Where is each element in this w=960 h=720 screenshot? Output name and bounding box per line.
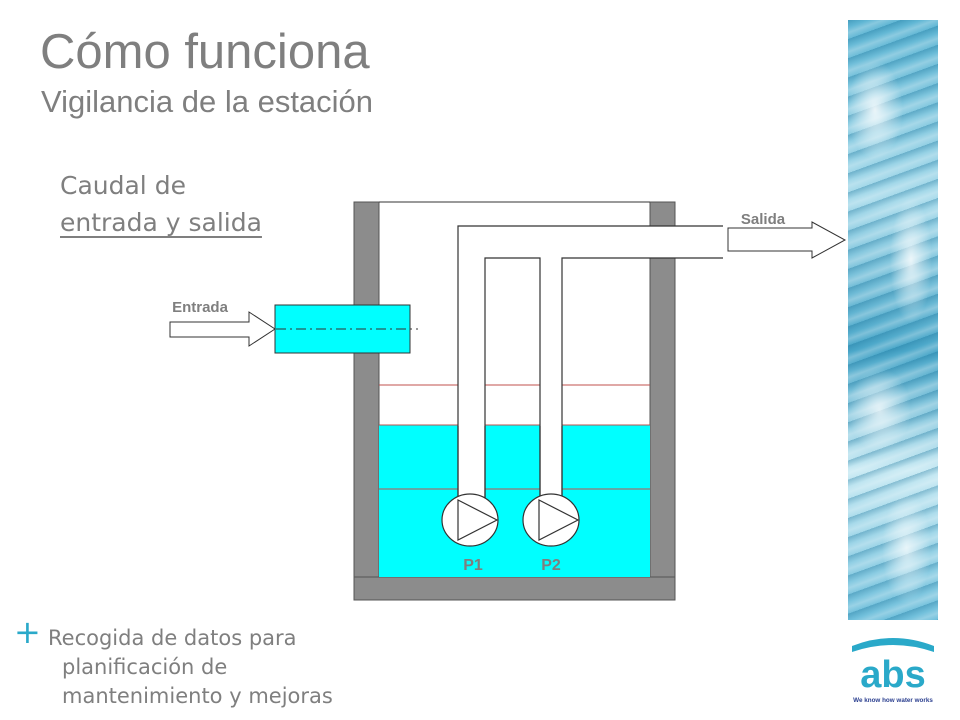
outlet-label: Salida bbox=[741, 211, 786, 228]
logo-wave bbox=[852, 638, 934, 652]
pump-label-p2: P2 bbox=[541, 557, 561, 574]
abs-logo: abs We know how water works bbox=[852, 638, 934, 704]
pump-p2 bbox=[522, 493, 580, 547]
section-heading-line1: Caudal de bbox=[60, 171, 186, 200]
tank-right-wall bbox=[649, 201, 676, 601]
page-title: Cómo funciona bbox=[40, 25, 370, 79]
section-heading-line2: entrada y salida bbox=[60, 208, 262, 237]
pump-p1 bbox=[441, 493, 499, 547]
logo-text: abs bbox=[860, 654, 925, 696]
pipe-p2-cover bbox=[541, 426, 561, 488]
inlet-label: Entrada bbox=[172, 299, 229, 316]
tank-floor bbox=[353, 576, 676, 601]
inlet-arrow bbox=[169, 311, 276, 347]
pipe-p1-cover bbox=[459, 426, 484, 488]
bullet-line: mantenimiento y mejoras bbox=[62, 684, 333, 708]
bullet-line: Recogida de datos para bbox=[48, 626, 297, 650]
logo-tagline: We know how water works bbox=[853, 697, 933, 704]
bullet-text: Recogida de datos para planificación de … bbox=[48, 624, 408, 711]
tank-left-wall bbox=[353, 201, 380, 601]
bullet-line: planificación de bbox=[62, 655, 228, 679]
plus-icon: + bbox=[14, 613, 41, 651]
page-subtitle: Vigilancia de la estación bbox=[41, 84, 374, 119]
pump-label-p1: P1 bbox=[463, 557, 483, 574]
water-image bbox=[848, 20, 938, 620]
tank-water bbox=[379, 425, 650, 577]
outlet-arrow bbox=[727, 221, 847, 259]
